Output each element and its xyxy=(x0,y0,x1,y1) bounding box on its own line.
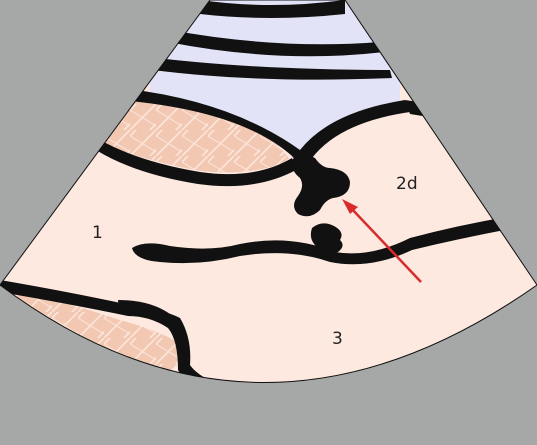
label-region-3: 3 xyxy=(332,329,343,349)
label-region-1: 1 xyxy=(92,223,103,243)
label-region-2d: 2d xyxy=(396,174,418,194)
